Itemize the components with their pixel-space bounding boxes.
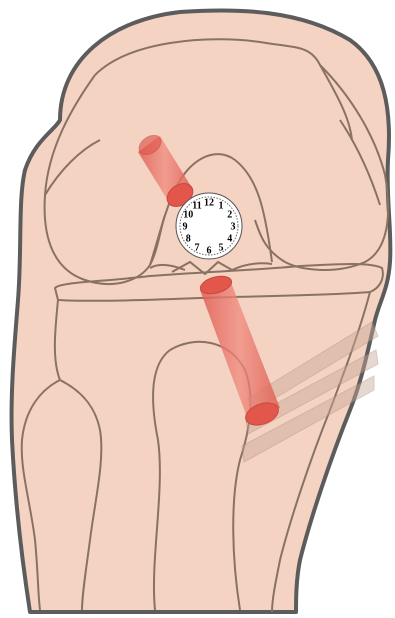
clock-number: 2 bbox=[227, 210, 232, 221]
clock-number: 11 bbox=[192, 201, 201, 212]
clock-number: 8 bbox=[186, 234, 191, 245]
clock-number: 6 bbox=[207, 246, 212, 257]
clock-number: 3 bbox=[231, 222, 236, 233]
clock-number: 5 bbox=[219, 242, 224, 253]
clock-number: 1 bbox=[219, 201, 224, 212]
knee-outline bbox=[12, 10, 391, 612]
clock-number: 9 bbox=[183, 222, 188, 233]
clock-number: 7 bbox=[195, 242, 200, 253]
clock-number: 12 bbox=[204, 198, 214, 209]
clock-number: 4 bbox=[227, 234, 232, 245]
